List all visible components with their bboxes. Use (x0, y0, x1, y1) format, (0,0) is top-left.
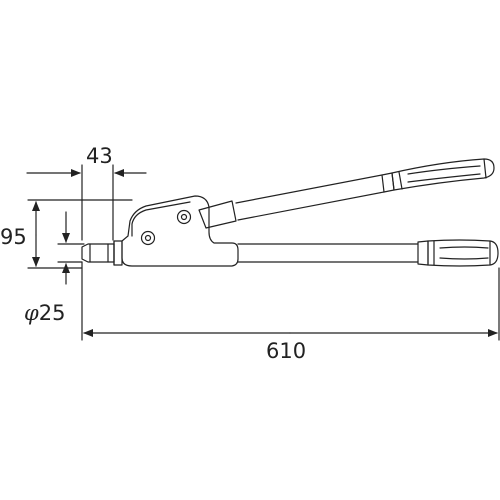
label-610: 610 (266, 339, 306, 363)
lower-handle-bar (237, 243, 419, 263)
upper-handle-link (198, 200, 237, 229)
dimension-diameter (57, 211, 85, 285)
pivot-pin-lower (140, 230, 156, 246)
tool-outline (81, 158, 499, 267)
label-43: 43 (86, 144, 113, 168)
nose-piece (81, 243, 115, 263)
label-95: 95 (0, 225, 27, 249)
lower-grip (417, 239, 499, 267)
upper-grip (381, 158, 495, 193)
head-housing (121, 195, 239, 267)
dimension-95 (27, 199, 133, 269)
diameter-symbol: φ (24, 301, 39, 325)
diameter-value: 25 (39, 301, 66, 325)
pivot-pin-upper (176, 209, 192, 225)
label-diameter: φ25 (24, 301, 65, 325)
dimension-43 (26, 164, 147, 241)
upper-handle-bar (235, 174, 385, 221)
dimension-610 (81, 261, 500, 341)
